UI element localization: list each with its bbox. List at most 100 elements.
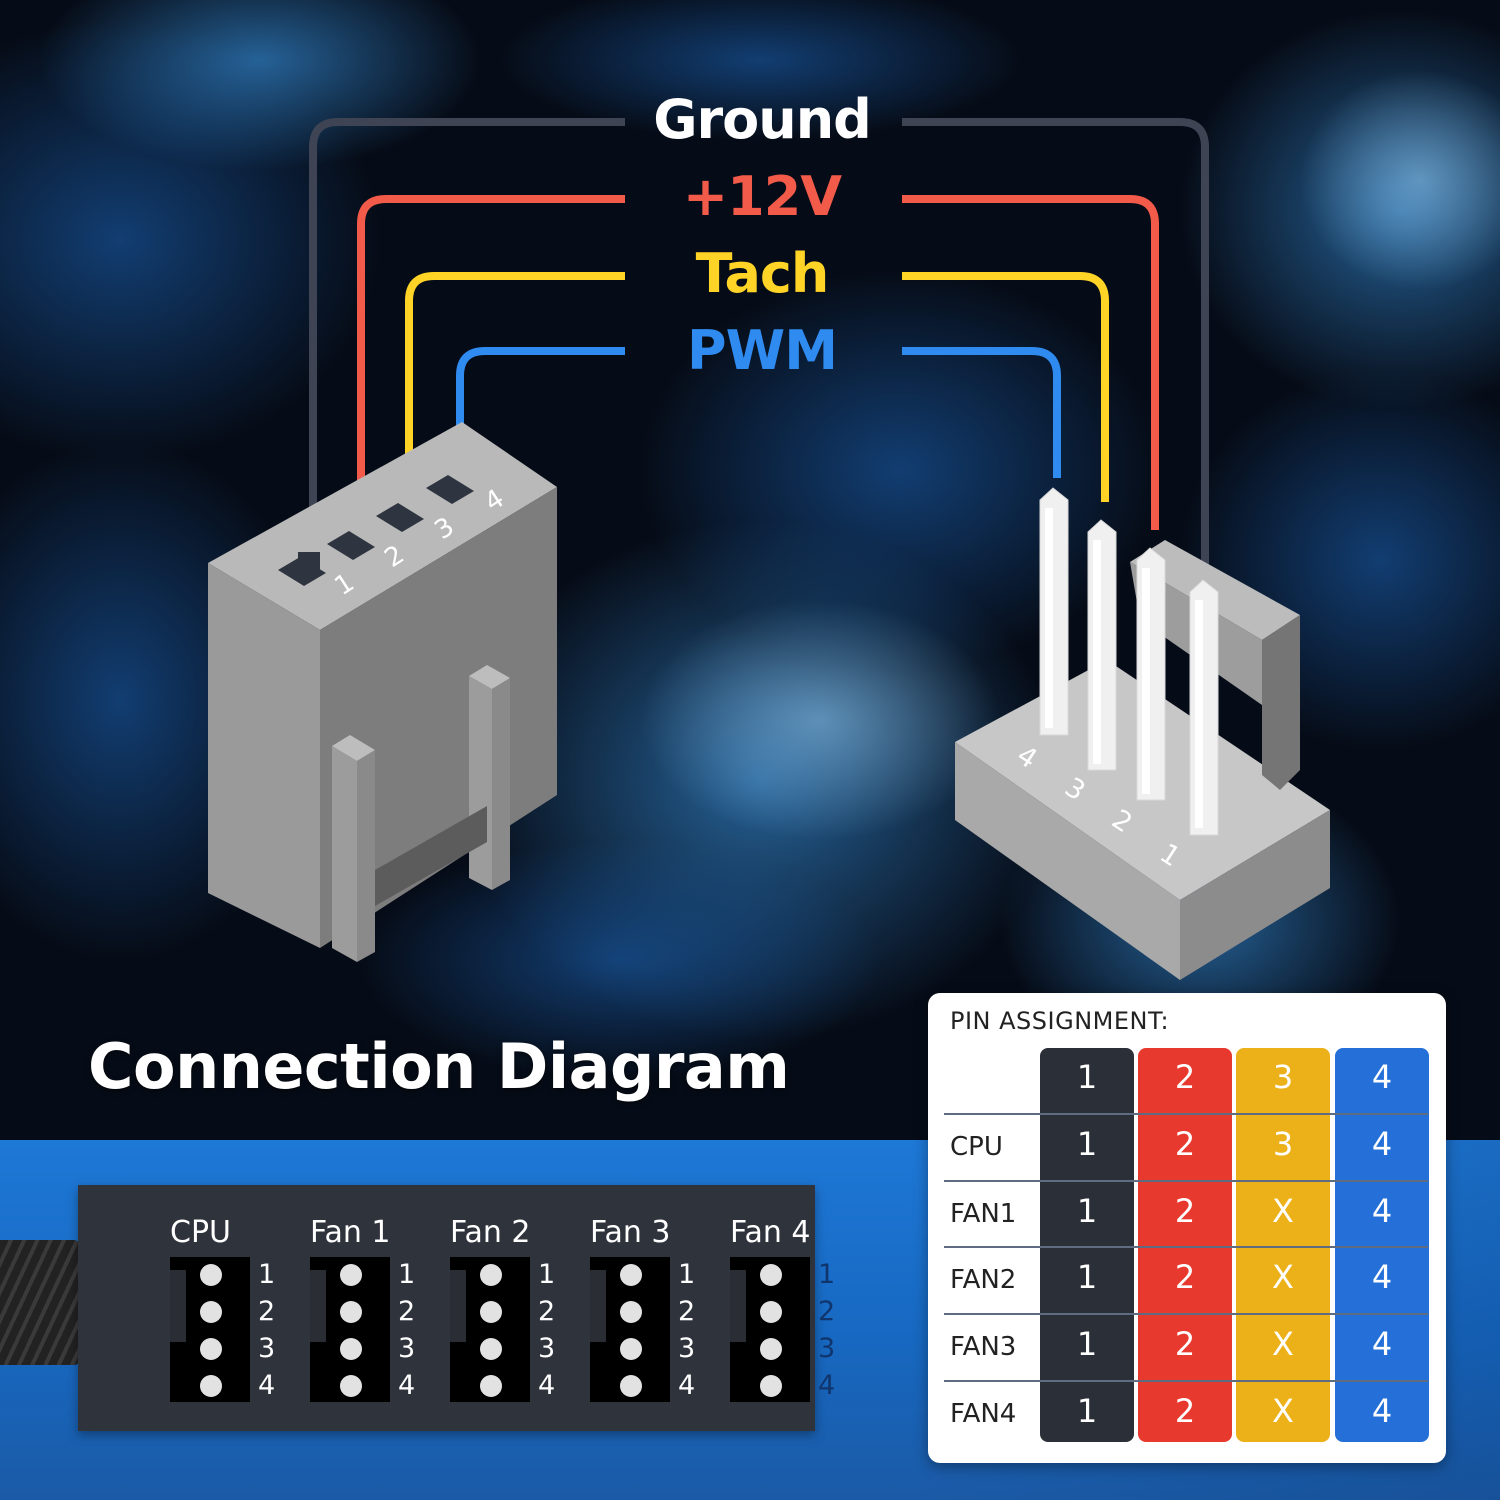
header-pin	[340, 1301, 362, 1323]
wire-label-pwm: PWM	[687, 319, 838, 382]
row-divider	[944, 1246, 1428, 1248]
pin-cell: X	[1272, 1392, 1294, 1430]
female-connector	[208, 422, 557, 962]
pin-cell: 3	[1272, 1125, 1294, 1163]
header-pin	[340, 1264, 362, 1286]
pin-cell: 2	[1174, 1325, 1196, 1363]
wire-tach-left	[405, 272, 625, 507]
wire-tach-right	[902, 272, 1109, 502]
header-pin-number: 2	[538, 1296, 556, 1327]
header-pin	[200, 1375, 222, 1397]
header-pin-number: 2	[678, 1296, 696, 1327]
header-pin-number: 2	[398, 1296, 416, 1327]
pin-column-2	[1138, 1048, 1232, 1442]
pin-cell: 4	[1371, 1125, 1393, 1163]
wire-12v-right	[902, 195, 1159, 530]
pin-cell: X	[1272, 1192, 1294, 1230]
row-label: FAN4	[950, 1399, 1017, 1429]
pin-cell: 4	[1371, 1392, 1393, 1430]
pin-cell: 4	[1371, 1258, 1393, 1296]
header-pin-number: 4	[538, 1370, 556, 1401]
header-pin	[620, 1301, 642, 1323]
pin-column-header: 1	[1076, 1058, 1098, 1096]
header-pin	[340, 1375, 362, 1397]
wire-12v-left	[357, 195, 625, 535]
pin-cell: 1	[1076, 1192, 1098, 1230]
pin-cell: 1	[1076, 1392, 1098, 1430]
wire-pwm-right	[902, 347, 1061, 478]
pin-cell: 1	[1076, 1325, 1098, 1363]
pin-column-header: 3	[1272, 1058, 1294, 1096]
header-pin	[620, 1375, 642, 1397]
header-key-notch	[310, 1270, 326, 1342]
pin-cell: 2	[1174, 1392, 1196, 1430]
header-pin-number: 3	[818, 1333, 836, 1364]
pin-cell: 2	[1174, 1125, 1196, 1163]
pin-column-header: 2	[1174, 1058, 1196, 1096]
header-pin	[200, 1301, 222, 1323]
header-key-notch	[590, 1270, 606, 1342]
header-pin-number: 4	[678, 1370, 696, 1401]
header-pin	[620, 1338, 642, 1360]
fan-header-label: Fan 2	[450, 1215, 531, 1250]
header-pin-number: 3	[258, 1333, 276, 1364]
header-pin	[760, 1338, 782, 1360]
header-pin-number: 3	[678, 1333, 696, 1364]
pin-assignment-title: PIN ASSIGNMENT:	[950, 1007, 1170, 1035]
background-glow	[0, 0, 1500, 1080]
row-divider	[944, 1113, 1428, 1115]
row-label: FAN1	[950, 1199, 1017, 1229]
pin-cell: X	[1272, 1258, 1294, 1296]
row-label: FAN3	[950, 1332, 1017, 1362]
wire-ground-right	[902, 118, 1209, 575]
header-pin	[480, 1264, 502, 1286]
row-label: CPU	[950, 1132, 1003, 1162]
wire-pwm-left	[456, 347, 625, 478]
wire-label-tach: Tach	[695, 242, 830, 305]
header-pin-number: 3	[538, 1333, 556, 1364]
wire-label-ground: Ground	[653, 88, 872, 151]
pin-column-4	[1335, 1048, 1429, 1442]
header-pin	[340, 1338, 362, 1360]
pin-cell: 1	[1076, 1258, 1098, 1296]
page-title: Connection Diagram	[88, 1030, 790, 1103]
header-pin-number: 1	[678, 1259, 696, 1290]
header-pin-number: 1	[258, 1259, 276, 1290]
row-divider	[944, 1180, 1428, 1182]
header-pin	[760, 1301, 782, 1323]
pin-column-header: 4	[1371, 1058, 1393, 1096]
header-pin	[480, 1375, 502, 1397]
header-pin	[760, 1264, 782, 1286]
header-pin	[620, 1264, 642, 1286]
pin-column-3	[1236, 1048, 1330, 1442]
header-key-notch	[450, 1270, 466, 1342]
header-pin	[200, 1264, 222, 1286]
header-pin-number: 1	[818, 1259, 836, 1290]
pin-cell: 4	[1371, 1192, 1393, 1230]
braided-cable	[0, 1240, 80, 1365]
header-pin-number: 1	[538, 1259, 556, 1290]
row-divider	[944, 1380, 1428, 1382]
male-header	[955, 487, 1330, 980]
header-pin	[200, 1338, 222, 1360]
header-pin-number: 4	[818, 1370, 836, 1401]
header-key-notch	[170, 1270, 186, 1342]
header-pin-number: 4	[258, 1370, 276, 1401]
row-divider	[944, 1313, 1428, 1315]
pin-cell: 2	[1174, 1192, 1196, 1230]
wire-label-12v: +12V	[682, 165, 842, 228]
fan-header-label: Fan 3	[590, 1215, 671, 1250]
fan-header-label: Fan 4	[730, 1215, 811, 1250]
wires-right	[902, 118, 1209, 575]
fan-header-label: Fan 1	[310, 1215, 391, 1250]
header-pin-number: 2	[258, 1296, 276, 1327]
wires-left	[309, 118, 625, 560]
header-pin-number: 3	[398, 1333, 416, 1364]
header-pin-number: 2	[818, 1296, 836, 1327]
pin-cell: X	[1272, 1325, 1294, 1363]
